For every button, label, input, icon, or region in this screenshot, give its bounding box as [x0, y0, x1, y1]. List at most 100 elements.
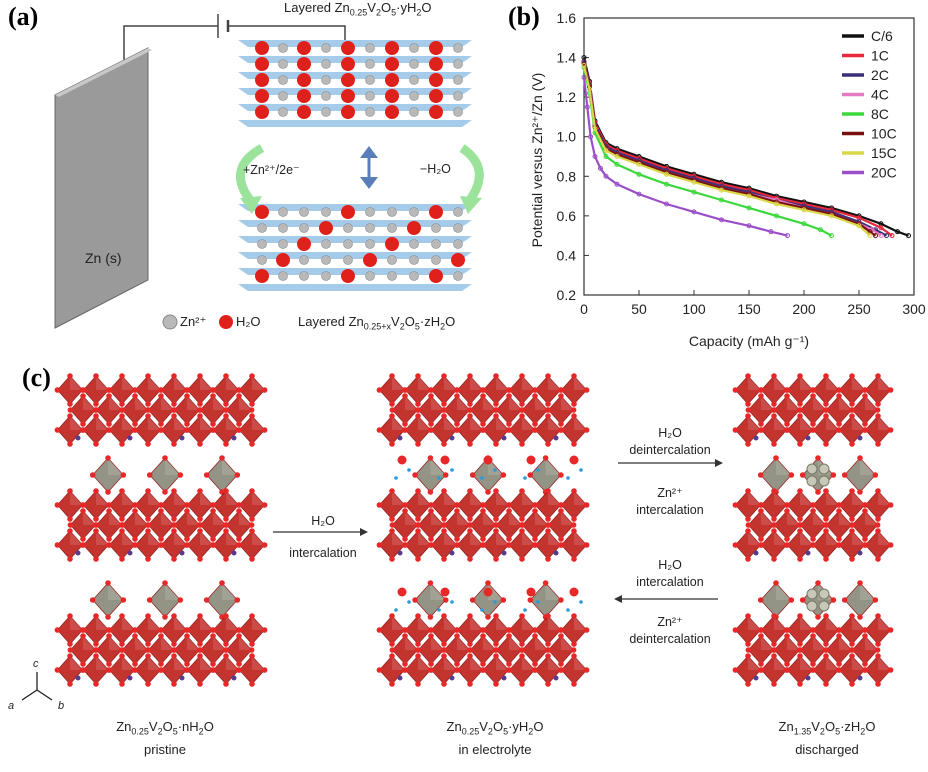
oxygen-atom [467, 488, 473, 494]
vanadium-atom [231, 675, 237, 681]
oxygen-atom [376, 542, 383, 548]
oxygen-atom [570, 407, 577, 413]
water-hydrogen [437, 608, 441, 612]
vanadium-atom [449, 675, 455, 681]
oxygen-atom [745, 556, 751, 562]
oxygen-atom [771, 641, 777, 647]
oxygen-atom [145, 641, 151, 647]
oxygen-atom [532, 627, 539, 633]
oxygen-atom [93, 373, 99, 379]
x-tick-label: 300 [902, 301, 926, 317]
octahedron-highlight [239, 396, 252, 410]
oxygen-atom [467, 516, 473, 522]
oxygen-atom [875, 681, 881, 687]
oxygen-atom [427, 489, 434, 495]
arrow-2-top-label-2: deintercalation [629, 443, 711, 457]
data-point-C-6 [906, 233, 911, 239]
water-molecule [429, 73, 443, 87]
oxygen-atom [532, 542, 539, 548]
oxygen-atom [93, 641, 99, 647]
oxygen-atom [758, 633, 764, 639]
water-molecule [429, 41, 443, 55]
oxygen-atom [784, 502, 791, 508]
oxygen-atom [236, 542, 243, 548]
octahedron-highlight [418, 531, 431, 545]
oxygen-atom [389, 681, 395, 687]
oxygen-atom [389, 373, 395, 379]
oxygen-atom [493, 641, 499, 647]
octahedron-highlight [418, 416, 431, 430]
oxygen-atom [745, 516, 751, 522]
oxygen-atom [93, 681, 99, 687]
oxygen-atom [519, 681, 525, 687]
oxygen-atom [119, 407, 126, 413]
zn-ion [409, 43, 419, 53]
oxygen-atom [197, 407, 204, 413]
oxygen-atom [758, 427, 765, 433]
oxygen-atom [428, 421, 434, 427]
oxygen-atom [219, 580, 225, 586]
data-point-8C [603, 154, 609, 159]
octahedron-highlight [548, 376, 561, 390]
octahedron-highlight [148, 656, 161, 670]
water-molecule [255, 73, 269, 87]
oxygen-atom [80, 502, 87, 508]
octahedron-highlight [418, 656, 431, 670]
oxygen-atom [389, 641, 395, 647]
oxygen-atom [872, 472, 879, 478]
oxygen-atom [887, 542, 894, 548]
octahedron-highlight [405, 396, 418, 410]
oxygen-atom [519, 641, 525, 647]
octahedron-highlight [148, 531, 161, 545]
water-oxygen [397, 587, 407, 597]
water-molecule [276, 253, 290, 267]
left-curved-arrow [236, 144, 265, 203]
octahedron-highlight [776, 458, 792, 475]
oxygen-atom [428, 542, 435, 548]
zn-ion [278, 91, 288, 101]
oxygen-atom [874, 647, 881, 653]
oxygen-atom [145, 516, 151, 522]
oxygen-atom [402, 667, 409, 673]
vanadium-atom [449, 435, 455, 441]
oxygen-atom [745, 488, 751, 494]
oxygen-atom [469, 597, 476, 603]
octahedron-highlight [761, 636, 774, 650]
oxygen-atom [849, 681, 855, 687]
oxygen-atom [203, 597, 210, 603]
water-oxygen [440, 587, 450, 597]
octahedron-highlight [852, 416, 865, 430]
oxygen-atom [836, 508, 842, 514]
oxygen-atom [558, 597, 564, 603]
vanadium-atom [75, 675, 81, 681]
oxygen-atom [797, 441, 803, 447]
oxygen-atom [480, 536, 486, 542]
octahedron-highlight [418, 616, 431, 630]
oxygen-atom [758, 536, 764, 542]
water-molecule [255, 89, 269, 103]
oxygen-atom [887, 502, 894, 508]
oxygen-atom [545, 653, 551, 659]
oxygen-atom [745, 413, 751, 419]
y-tick-label: 1.4 [557, 50, 577, 66]
data-point-15C [691, 179, 697, 185]
oxygen-atom [506, 542, 513, 548]
arrow-1-bottom-label: intercalation [289, 546, 357, 560]
oxygen-atom [771, 528, 777, 534]
vanadium-atom [75, 435, 81, 441]
octahedron-highlight [187, 636, 200, 650]
oxygen-atom [210, 536, 216, 542]
oxygen-atom [558, 421, 564, 427]
water-molecule [451, 253, 465, 267]
octahedron-highlight [226, 416, 239, 430]
oxygen-atom [545, 488, 551, 494]
octahedron-highlight [813, 396, 826, 410]
water-hydrogen [480, 476, 484, 480]
structure-3-caption: Zn1.35V2O5·zH2O discharged [752, 718, 902, 758]
octahedron-highlight [161, 636, 174, 650]
oxygen-atom [830, 597, 837, 603]
oxygen-atom [145, 653, 151, 659]
zn-ion [321, 239, 331, 249]
oxygen-atom [223, 401, 229, 407]
series-line-20C [582, 77, 788, 237]
